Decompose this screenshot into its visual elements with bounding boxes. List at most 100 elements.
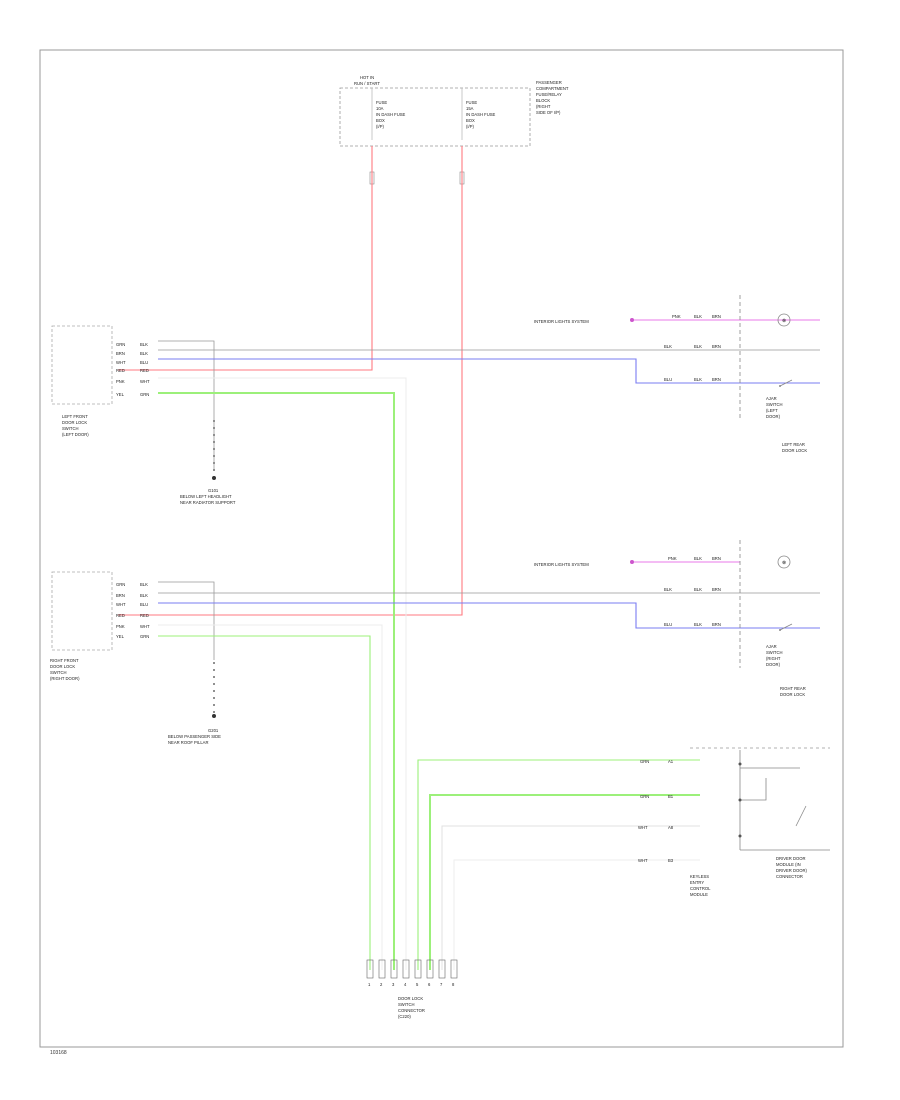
bc-pin-6: 6 bbox=[428, 982, 431, 987]
rr-switch-pivot bbox=[779, 629, 781, 631]
rf-label-2: DOOR LOCK bbox=[50, 664, 75, 669]
ground-right-label-3: NEAR ROOF PILLAR bbox=[168, 740, 209, 745]
bc-pin-7: 7 bbox=[440, 982, 443, 987]
lr-lamp-symbol: ⊗ bbox=[782, 318, 786, 324]
rr-sw-label-4: DOOR) bbox=[766, 662, 781, 667]
bc-pin-2: 2 bbox=[380, 982, 383, 987]
bc-label-2: SWITCH bbox=[398, 1002, 415, 1007]
rf-wire-2: BLK bbox=[140, 593, 148, 598]
rr-mid-1: BLK bbox=[664, 587, 672, 592]
rf-wire-3: BLU bbox=[140, 602, 148, 607]
lr-bot-2: BLK bbox=[694, 377, 702, 382]
bc-label-1: DOOR LOCK bbox=[398, 996, 423, 1001]
relay-label-2: ENTRY bbox=[690, 880, 704, 885]
red-feed-right bbox=[118, 146, 463, 616]
fuse-side-line-1: PASSENGER bbox=[536, 80, 562, 85]
relay-wire-pin-1: A1 bbox=[668, 759, 674, 764]
lr-bottom-1: LEFT REAR bbox=[782, 442, 805, 447]
fuse-a-line-1: FUSE bbox=[376, 100, 387, 105]
relay-side-3: DRIVER DOOR) bbox=[776, 868, 808, 873]
rr-feed-label: INTERIOR LIGHTS SYSTEM bbox=[534, 562, 589, 567]
rr-mid-3: BRN bbox=[712, 587, 721, 592]
bc-label-4: (C220) bbox=[398, 1014, 411, 1019]
fuse-box-title-1: HOT IN bbox=[360, 75, 374, 80]
rf-pin-2: BRN bbox=[116, 593, 125, 598]
relay-node-3 bbox=[738, 834, 742, 838]
red-feed-wires bbox=[118, 146, 463, 616]
rf-pin-4: RED bbox=[116, 613, 125, 618]
rf-pin-1: GRN bbox=[116, 582, 125, 587]
bc-pin-3: 3 bbox=[392, 982, 395, 987]
fuse-a-line-5: (I/P) bbox=[376, 124, 385, 129]
lr-mid-3: BRN bbox=[712, 344, 721, 349]
rr-top-3: BRN bbox=[712, 556, 721, 561]
relay-switch-icon bbox=[795, 805, 807, 827]
lf-wire-1: BLK bbox=[140, 342, 148, 347]
lr-sw-label-1: AJAR bbox=[766, 396, 777, 401]
rr-bottom-1: RIGHT REAR bbox=[780, 686, 806, 691]
fuse-b-line-4: BOX bbox=[466, 118, 475, 123]
bc-pin-1: 1 bbox=[368, 982, 371, 987]
relay-wire-color-2: GRN bbox=[640, 794, 649, 799]
lr-switch-icon bbox=[779, 379, 793, 387]
relay-white-wire-2 bbox=[453, 859, 700, 970]
rf-blue-wire bbox=[158, 602, 820, 629]
lr-sw-label-4: DOOR) bbox=[766, 414, 781, 419]
ground-right-label-1: G201 bbox=[208, 728, 219, 733]
lf-pin-2: BRN bbox=[116, 351, 125, 356]
lf-pin-4: RED bbox=[116, 368, 125, 373]
lf-label-2: DOOR LOCK bbox=[62, 420, 87, 425]
ground-right-icon bbox=[212, 714, 216, 718]
lf-wire-6: GRN bbox=[140, 392, 149, 397]
lf-wire-4: RED bbox=[140, 368, 149, 373]
rr-sw-label-1: AJAR bbox=[766, 644, 777, 649]
relay-wire-pin-4: B3 bbox=[668, 858, 674, 863]
lr-switch-pivot bbox=[779, 385, 781, 387]
fuse-box-side-label: PASSENGER COMPARTMENT FUSE/RELAY BLOCK (… bbox=[536, 80, 569, 115]
lr-top-3: BRN bbox=[712, 314, 721, 319]
fuse-b-line-1: FUSE bbox=[466, 100, 477, 105]
rf-pin-6: YEL bbox=[116, 634, 125, 639]
diagram-code: 103168 bbox=[50, 1050, 67, 1056]
ground-left-icon bbox=[212, 476, 216, 480]
lf-wire-3: BLU bbox=[140, 360, 148, 365]
fuse-box-title-2: RUN / START bbox=[354, 81, 380, 86]
rr-bot-2: BLK bbox=[694, 622, 702, 627]
fuse-a-line-2: 10A bbox=[376, 106, 384, 111]
lr-mid-2: BLK bbox=[694, 344, 702, 349]
relay-node-2 bbox=[738, 798, 742, 802]
rf-wire-6: GRN bbox=[140, 634, 149, 639]
relay-wire-color-4: WHT bbox=[638, 858, 648, 863]
lf-ground-wire bbox=[158, 340, 215, 470]
rf-wire-1: BLK bbox=[140, 582, 148, 587]
fuse-b-line-5: (I/P) bbox=[466, 124, 475, 129]
lr-feed-label: INTERIOR LIGHTS SYSTEM bbox=[534, 319, 589, 324]
rf-pin-5: PNK bbox=[116, 624, 125, 629]
rr-top-1: PNK bbox=[668, 556, 677, 561]
rr-sw-label-3: (RIGHT bbox=[766, 656, 781, 661]
fuse-b-label: FUSE 15A IN DASH FUSE BOX (I/P) bbox=[466, 100, 496, 129]
lr-bottom-2: DOOR LOCK bbox=[782, 448, 807, 453]
rf-ground-wire bbox=[158, 581, 215, 660]
rr-lamp-icon bbox=[777, 555, 791, 569]
left-front-module: LEFT FRONT DOOR LOCK SWITCH (LEFT DOOR) … bbox=[51, 325, 820, 970]
ground-left-label-1: G101 bbox=[208, 488, 219, 493]
bc-pin-5: 5 bbox=[416, 982, 419, 987]
rr-feed-node-icon bbox=[630, 560, 634, 564]
lf-label-3: SWITCH bbox=[62, 426, 79, 431]
lf-blue-wire bbox=[158, 358, 820, 384]
left-rear-group: INTERIOR LIGHTS SYSTEM PNK BLK BRN BLK B… bbox=[534, 295, 820, 453]
fuse-b-line-2: 15A bbox=[466, 106, 474, 111]
ground-right-label-2: BELOW PASSENGER SIDE bbox=[168, 734, 221, 739]
fuse-a-label: FUSE 10A IN DASH FUSE BOX (I/P) bbox=[376, 100, 406, 129]
relay-wire-color-1: GRN bbox=[640, 759, 649, 764]
lr-bot-1: BLU bbox=[664, 377, 672, 382]
lf-pin-5: PNK bbox=[116, 379, 125, 384]
fuse-a-line-3: IN DASH FUSE bbox=[376, 112, 406, 117]
fuse-side-line-2: COMPARTMENT bbox=[536, 86, 569, 91]
rr-sw-label-2: SWITCH bbox=[766, 650, 783, 655]
relay-side-4: CONNECTOR bbox=[776, 874, 803, 879]
lr-sw-label-3: (LEFT bbox=[766, 408, 778, 413]
lf-wire-color-labels: BLK BLK BLU RED WHT GRN bbox=[140, 342, 150, 397]
right-rear-group: INTERIOR LIGHTS SYSTEM PNK BLK BRN BLK B… bbox=[534, 540, 806, 697]
